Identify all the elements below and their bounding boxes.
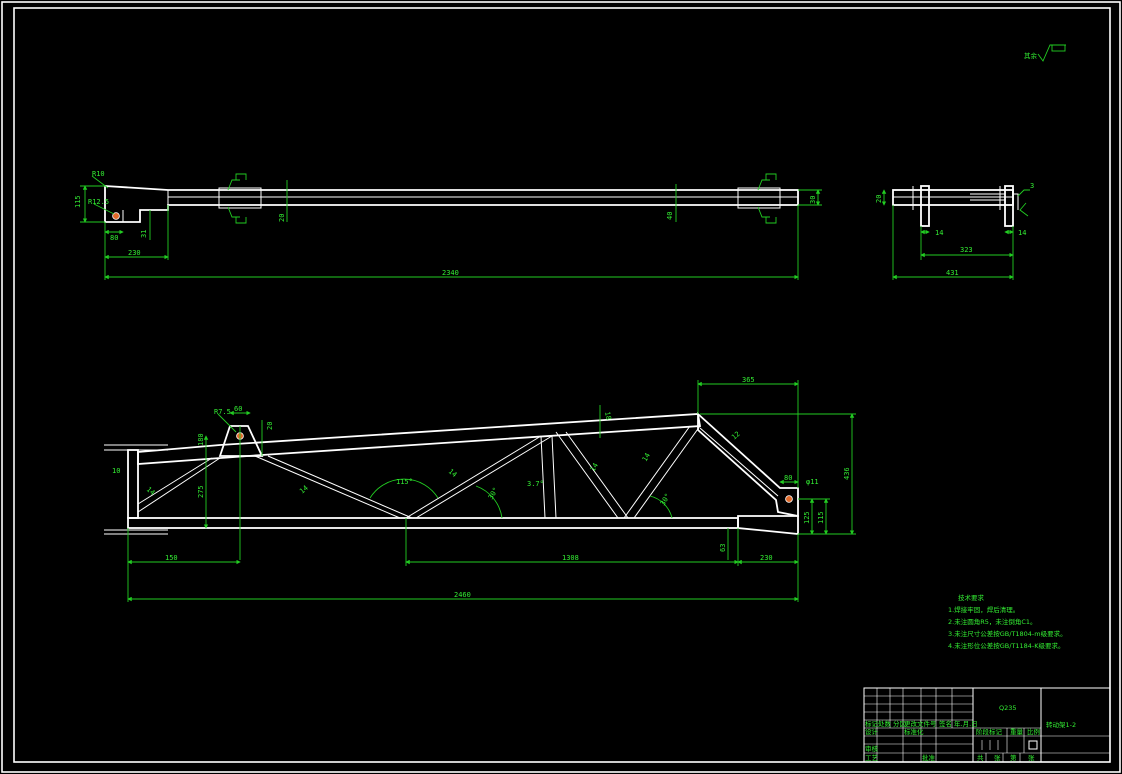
front-mark-12: 12 xyxy=(730,430,742,442)
front-dim-20: 20 xyxy=(266,422,274,430)
inner-border xyxy=(13,7,1111,763)
front-mark-14b: 14 xyxy=(298,484,310,496)
front-dim-125: 125 xyxy=(803,511,811,524)
front-mark-14a: 14 xyxy=(145,485,157,497)
tb-row-4: 批准 xyxy=(922,753,936,762)
dim-30: 30 xyxy=(809,196,817,204)
technical-notes: 技术要求 1.焊接牢固，焊后清理。 2.未注圆角R5，未注倒角C1。 3.未注尺… xyxy=(948,593,1067,650)
angle-30b: 30° xyxy=(659,492,672,507)
front-dim-365: 365 xyxy=(742,376,755,384)
tb-row-2: 工艺 xyxy=(865,754,879,762)
notes-title: 技术要求 xyxy=(958,593,985,602)
side-dim-3: 3 xyxy=(1030,182,1034,190)
dim-r10: R10 xyxy=(92,170,105,178)
side-view: 20 14 14 323 431 3 xyxy=(875,182,1034,280)
front-dim-275: 275 xyxy=(197,485,205,498)
dim-31: 31 xyxy=(140,230,148,238)
tb-col-0: 标记 xyxy=(865,719,879,728)
tb-row-1: 审核 xyxy=(865,744,879,753)
front-dim-63: 63 xyxy=(719,544,727,552)
dim-40: 40 xyxy=(666,212,674,220)
roughness-symbol: 其余 xyxy=(1024,44,1066,62)
tb-stage: 阶段标记 xyxy=(976,727,1003,736)
front-mark-14e: 14 xyxy=(641,452,652,463)
dim-20: 20 xyxy=(278,214,286,222)
dim-80: 80 xyxy=(110,234,118,242)
pivot-hole-right xyxy=(785,495,793,503)
tb-sheet-no: 第 xyxy=(1010,753,1017,762)
dim-r125: R12.5 xyxy=(88,198,109,206)
note-3: 3.未注尺寸公差按GB/T1804-m级要求。 xyxy=(948,629,1067,638)
dim-230: 230 xyxy=(128,249,141,257)
top-view: 115 80 31 230 2340 20 40 30 R10 R12.5 xyxy=(74,170,822,280)
tb-col-2: 分区 xyxy=(893,719,907,728)
front-mark-14d: 14 xyxy=(589,462,600,473)
note-4: 4.未注形位公差按GB/T1184-K级要求。 xyxy=(948,641,1065,650)
side-dim-14a: 14 xyxy=(935,229,943,237)
front-view: 60 20 180 275 10 14 14 14 14 14 12 18 11… xyxy=(104,376,856,602)
material: Q235 xyxy=(999,704,1017,712)
dim-115: 115 xyxy=(74,195,82,208)
front-dim-18: 18 xyxy=(603,411,612,421)
drawing-name: 转动架1-2 xyxy=(1046,720,1076,729)
tb-col-5: 年.月.日 xyxy=(954,719,978,728)
angle-30a: 30° xyxy=(487,486,500,501)
tb-sheets-b: 张 xyxy=(1028,753,1035,762)
front-dim-r11: φ11 xyxy=(806,478,819,486)
dim-2340: 2340 xyxy=(442,269,459,277)
tb-col-3: 更改文件号 xyxy=(904,719,937,728)
front-dim-180: 180 xyxy=(197,433,205,446)
front-dim-150: 150 xyxy=(165,554,178,562)
title-block: Q235 转动架1-2 标记 处数 分区 更改文件号 签名 年.月.日 设计 标… xyxy=(863,687,1111,763)
front-dim-10: 10 xyxy=(112,467,120,475)
front-dim-230: 230 xyxy=(760,554,773,562)
tb-col-4: 签名 xyxy=(939,719,952,728)
tb-scale: 比例 xyxy=(1027,727,1040,736)
front-dim-115: 115 xyxy=(817,511,825,524)
side-dim-20: 20 xyxy=(875,195,883,203)
tb-total: 共 xyxy=(977,753,984,762)
front-dim-2460: 2460 xyxy=(454,591,471,599)
tb-row-0: 设计 xyxy=(865,727,879,736)
angle-115: 115° xyxy=(396,478,413,486)
side-dim-14b: 14 xyxy=(1018,229,1026,237)
front-dim-r75: R7.5 xyxy=(214,408,231,416)
front-dim-436: 436 xyxy=(843,467,851,480)
note-2: 2.未注圆角R5，未注倒角C1。 xyxy=(948,617,1037,626)
tb-row-3: 标准化 xyxy=(904,727,924,736)
tb-sheets-a: 张 xyxy=(994,753,1001,762)
tb-weight: 重量 xyxy=(1010,728,1024,736)
angle-3-7: 3.7° xyxy=(527,480,544,488)
note-1: 1.焊接牢固，焊后清理。 xyxy=(948,605,1019,614)
front-mark-14c: 14 xyxy=(447,467,459,479)
top-view-hole xyxy=(112,212,120,220)
side-dim-431: 431 xyxy=(946,269,959,277)
front-dim-80: 80 xyxy=(784,474,792,482)
front-dim-60: 60 xyxy=(234,405,242,413)
front-dim-1308: 1308 xyxy=(562,554,579,562)
side-dim-323: 323 xyxy=(960,246,973,254)
tb-col-1: 处数 xyxy=(878,719,892,728)
roughness-label: 其余 xyxy=(1024,51,1038,60)
